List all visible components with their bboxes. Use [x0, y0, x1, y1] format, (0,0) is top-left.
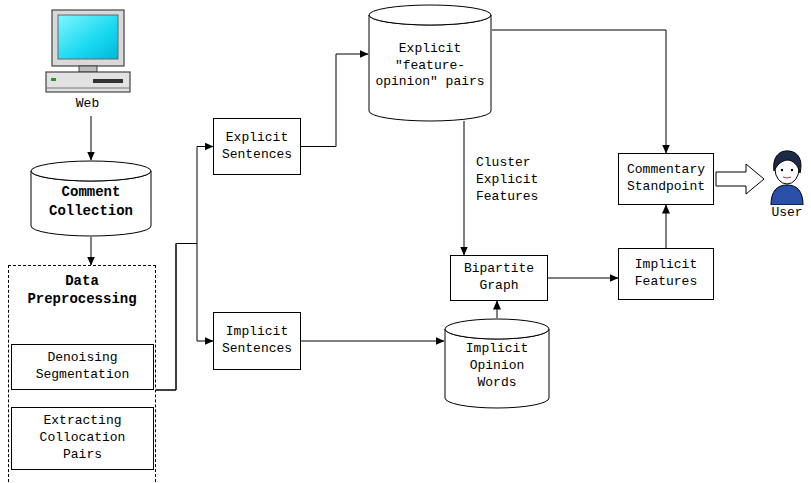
process-box: Bipartite Graph	[450, 255, 548, 301]
process-box: Implicit Sentences	[213, 312, 301, 370]
node-label: Implicit Opinion Words	[450, 341, 544, 392]
cylinder-top	[369, 5, 491, 25]
hollow-arrow	[716, 164, 764, 194]
database-cylinder: Comment Collection	[30, 160, 152, 237]
connector-arrow	[497, 301, 498, 318]
connector-arrow	[492, 30, 666, 153]
node-label: Denoising Segmentation	[17, 350, 148, 384]
node-label: Implicit Sentences	[219, 324, 295, 358]
database-cylinder: Explicit "feature-opinion" pairs	[368, 4, 492, 122]
cylinder-body	[445, 329, 549, 408]
connector-arrow	[301, 54, 368, 147]
computer-icon: Web	[40, 6, 135, 114]
connector-arrow	[464, 121, 465, 255]
database-cylinder: Implicit Opinion Words	[444, 318, 550, 409]
connector-arrow	[548, 278, 618, 279]
node-label: Bipartite Graph	[456, 261, 542, 295]
connector-arrow	[91, 116, 92, 160]
process-box: Denoising Segmentation	[11, 344, 154, 390]
computer-drawing	[45, 8, 131, 96]
node-label: User	[771, 205, 802, 222]
edge-label: Cluster Explicit Features	[476, 155, 548, 206]
node-label: Commentary Standpoint	[624, 162, 708, 196]
connector-arrow	[156, 147, 213, 391]
cylinder-top	[445, 319, 549, 339]
node-label: Explicit "feature-opinion" pairs	[374, 41, 486, 92]
cylinder-top	[31, 161, 151, 181]
process-box: Extracting Collocation Pairs	[11, 407, 154, 470]
node-label: Implicit Features	[624, 257, 708, 291]
node-label: Data Preprocessing	[11, 272, 153, 308]
connector-arrow	[156, 244, 213, 391]
node-label: Explicit Sentences	[219, 130, 295, 164]
process-box: Implicit Features	[618, 248, 714, 300]
cylinder-body	[369, 15, 491, 121]
connector-arrow	[666, 205, 667, 248]
process-box: Explicit Sentences	[213, 118, 301, 175]
dashed-group: Data PreprocessingDenoising Segmentation…	[8, 265, 156, 483]
user-drawing	[767, 147, 807, 205]
user-icon: User	[766, 142, 808, 226]
process-box: Commentary Standpoint	[618, 153, 714, 205]
connector-arrow	[91, 237, 92, 265]
connector-arrow	[301, 341, 444, 342]
node-label: Comment Collection	[36, 183, 146, 219]
node-label: Web	[76, 96, 99, 113]
node-label: Extracting Collocation Pairs	[17, 413, 148, 464]
